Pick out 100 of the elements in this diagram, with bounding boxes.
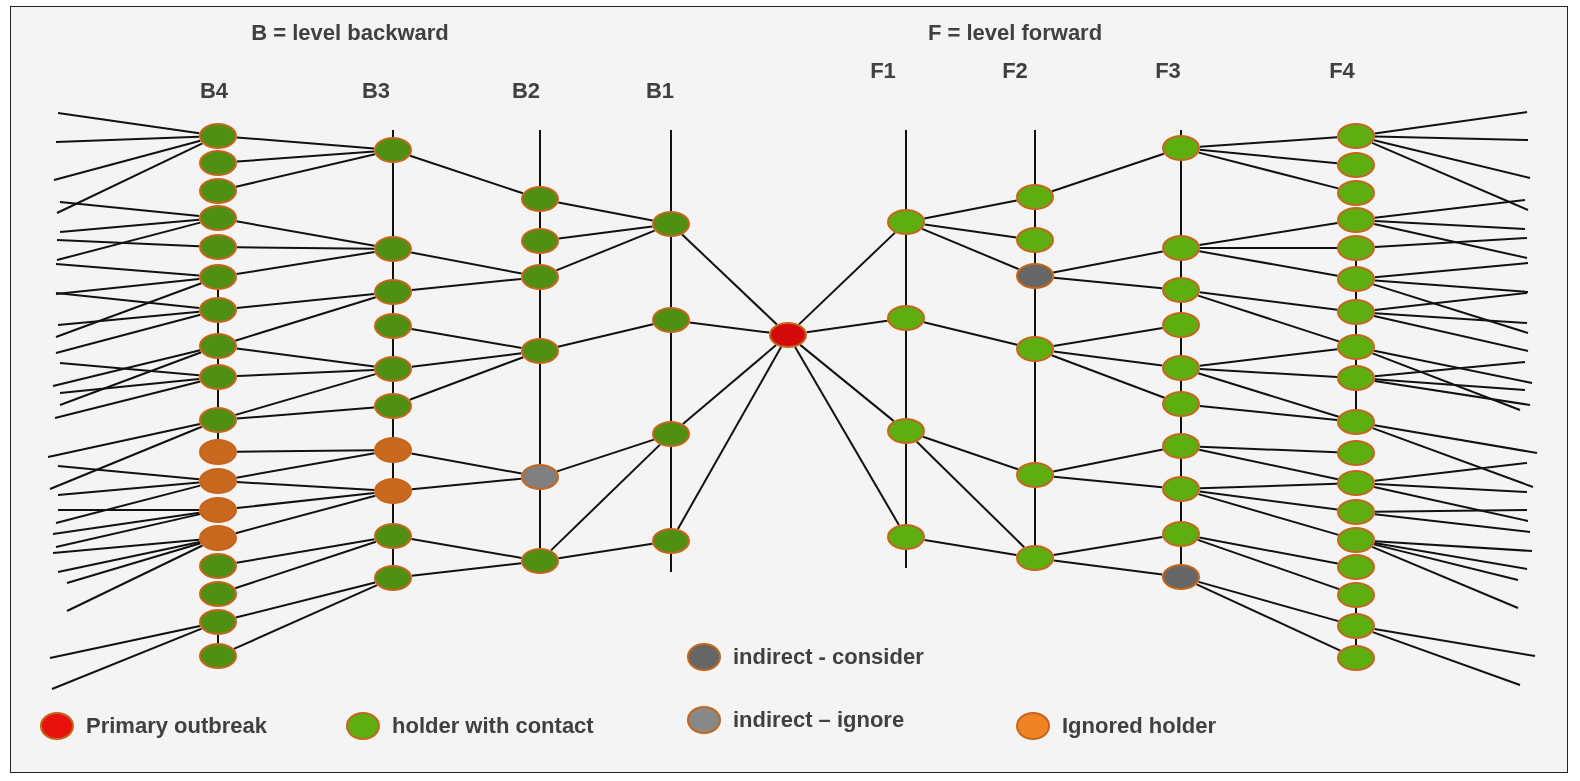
connector-line: [408, 356, 525, 401]
connector-line: [1373, 540, 1533, 552]
connector-line: [1373, 483, 1528, 493]
connector-line: [670, 332, 672, 422]
connector-line: [1052, 536, 1164, 556]
connector-line: [922, 321, 1019, 346]
connector-line: [1052, 448, 1164, 473]
connector-line: [232, 584, 379, 650]
connector-line: [905, 129, 907, 210]
connector-line: [556, 438, 655, 473]
connector-line: [1371, 141, 1529, 211]
connector-line: [392, 548, 394, 566]
connector-line: [235, 251, 376, 275]
connector-line: [1034, 487, 1036, 546]
connector-line: [1199, 482, 1338, 490]
connector-line: [1373, 279, 1529, 293]
connector-line: [1034, 209, 1036, 228]
connector-line: [55, 263, 201, 277]
connector-line: [1034, 129, 1036, 185]
connector-line: [539, 129, 541, 187]
connector-line: [66, 542, 202, 584]
connector-line: [1355, 390, 1357, 410]
connector-line: [1180, 458, 1182, 477]
level-label: B1: [645, 78, 675, 104]
connector-line: [1180, 337, 1182, 356]
connector-line: [392, 129, 394, 138]
connector-line: [217, 432, 219, 440]
connector-line: [670, 236, 672, 308]
connector-line: [410, 352, 523, 368]
connector-line: [392, 338, 394, 357]
level-label: B4: [199, 78, 229, 104]
connector-line: [55, 135, 200, 143]
connector-line: [49, 624, 201, 659]
connector-line: [670, 446, 672, 529]
connector-line: [235, 492, 376, 509]
connector-line: [555, 229, 656, 272]
connector-line: [1372, 283, 1529, 334]
connector-line: [557, 201, 654, 222]
connector-line: [539, 489, 541, 549]
connector-line: [1373, 542, 1528, 570]
connector-line: [1372, 139, 1531, 179]
connector-line: [410, 251, 523, 275]
connector-line: [217, 634, 219, 644]
connector-line: [55, 292, 201, 309]
connector-line: [1052, 327, 1164, 347]
connector-line: [410, 452, 523, 475]
connector-line: [410, 328, 523, 349]
connector-line: [1198, 490, 1339, 511]
connector-line: [53, 139, 202, 181]
connector-line: [1050, 354, 1166, 399]
connector-line: [1374, 135, 1529, 141]
connector-line: [1198, 222, 1339, 246]
connector-line: [922, 435, 1019, 471]
level-label: F1: [870, 58, 896, 84]
connector-line: [1052, 559, 1164, 576]
connector-line: [799, 343, 895, 423]
connector-line: [1034, 252, 1036, 264]
connector-line: [1198, 404, 1339, 422]
connector-line: [55, 513, 201, 548]
connector-line: [670, 129, 672, 212]
connector-line: [56, 239, 200, 248]
connector-line: [410, 538, 523, 559]
connector-line: [52, 349, 202, 387]
connector-line: [550, 443, 661, 552]
connector-line: [1180, 501, 1182, 522]
level-label: B2: [511, 78, 541, 104]
connector-line: [1052, 475, 1164, 489]
level-heading: F = level forward: [927, 20, 1103, 46]
connector-line: [235, 150, 376, 163]
connector-line: [235, 406, 376, 420]
connector-line: [670, 553, 672, 573]
connector-line: [66, 544, 204, 612]
connector-line: [1373, 312, 1528, 324]
connector-line: [1051, 152, 1165, 193]
connector-line: [1373, 349, 1533, 384]
connector-line: [1373, 237, 1528, 248]
connector-line: [234, 296, 377, 342]
connector-line: [234, 540, 377, 590]
connector-line: [1052, 250, 1164, 274]
connector-line: [1198, 448, 1339, 481]
connector-line: [1373, 111, 1528, 135]
connector-line: [235, 347, 376, 368]
connector-line: [234, 494, 377, 535]
connector-line: [1197, 294, 1340, 343]
connector-line: [1198, 136, 1339, 148]
connector-line: [235, 538, 376, 564]
connector-line: [51, 627, 203, 690]
connector-line: [1198, 148, 1339, 165]
connector-line: [57, 509, 200, 511]
connector-line: [805, 319, 889, 334]
connector-line: [1197, 372, 1340, 418]
connector-line: [1371, 352, 1521, 411]
connector-line: [57, 540, 201, 573]
connector-line: [539, 211, 541, 229]
connector-line: [217, 322, 219, 334]
connector-line: [1180, 129, 1182, 136]
connector-line: [1198, 368, 1339, 378]
connector-line: [1373, 379, 1531, 406]
connector-line: [1355, 291, 1357, 300]
connector-line: [52, 511, 201, 535]
